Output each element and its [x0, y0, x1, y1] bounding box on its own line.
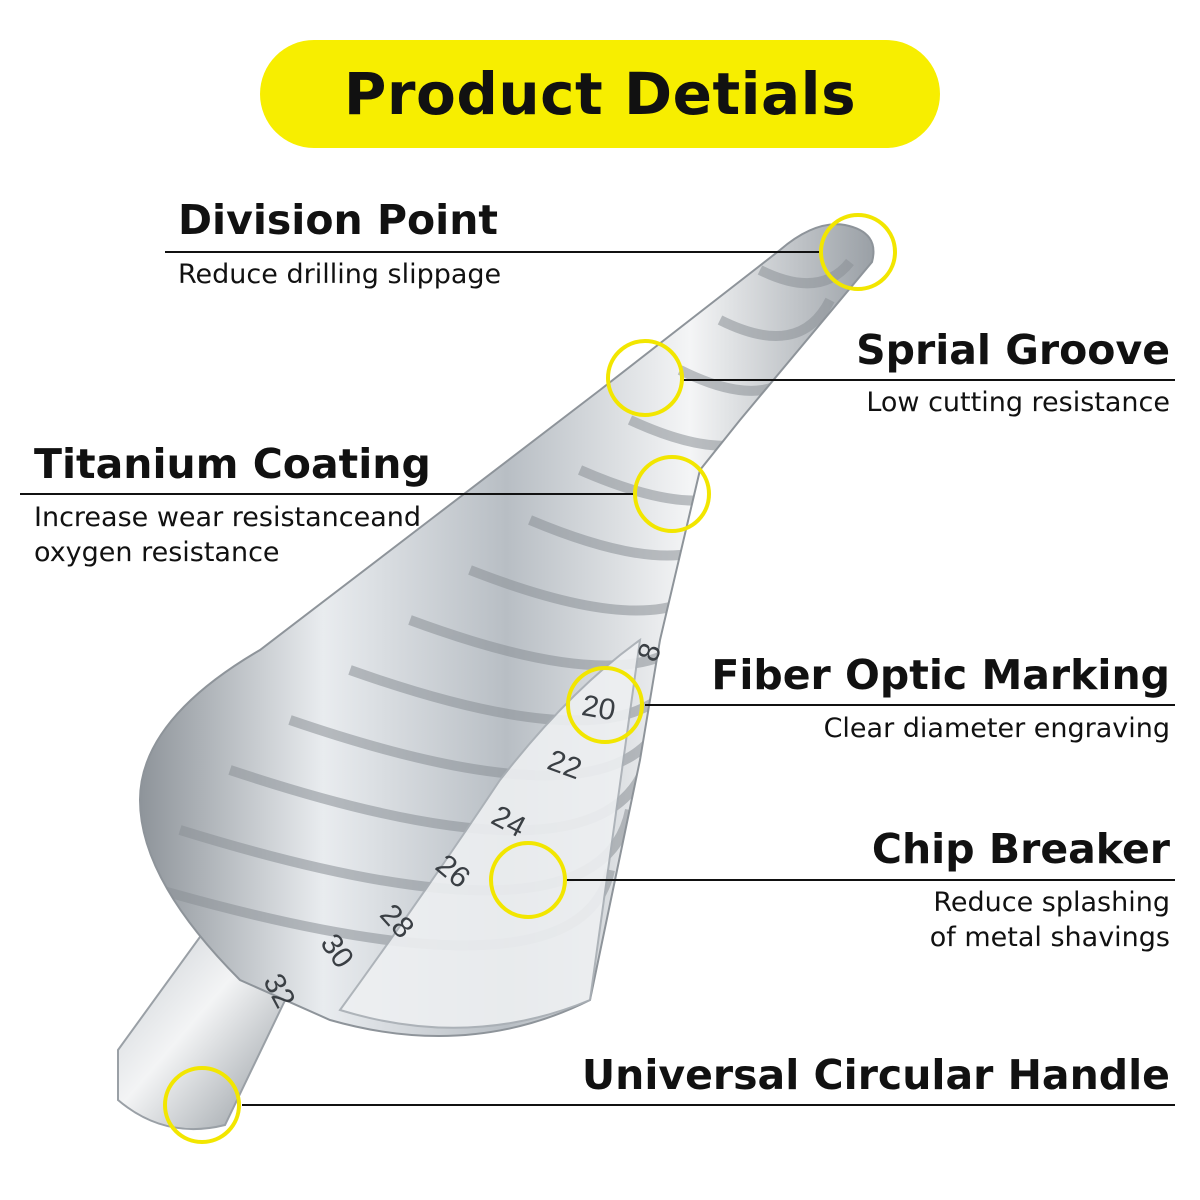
cone-body: [138, 223, 875, 1037]
callout-title: Chip Breaker: [871, 825, 1170, 873]
callout-desc-line2: of metal shavings: [929, 922, 1170, 953]
ring-fiber-optic: [566, 666, 644, 744]
callout-title: Division Point: [178, 196, 499, 244]
ring-handle: [163, 1066, 241, 1144]
highlight-rings: [163, 213, 897, 1144]
callout-desc-line1: Reduce splashing: [933, 887, 1170, 918]
callout-desc-line1: Increase wear resistanceand: [34, 502, 422, 533]
leader-lines: [20, 251, 1175, 1106]
marking-20: 20: [579, 689, 618, 727]
page-title: Product Detials: [343, 60, 857, 128]
callout-division-point: Division Point Reduce drilling slippage: [178, 200, 501, 292]
title-banner: Product Detials: [260, 40, 940, 148]
callout-desc: Clear diameter engraving: [823, 713, 1170, 744]
callout-titanium-coating: Titanium Coating Increase wear resistanc…: [34, 444, 431, 570]
callout-desc: Reduce drilling slippage: [178, 259, 502, 290]
callout-desc: Low cutting resistance: [866, 387, 1170, 418]
callout-spiral-groove: Sprial Groove Low cutting resistance: [856, 330, 1170, 420]
callout-title: Universal Circular Handle: [581, 1051, 1170, 1099]
callout-chip-breaker: Chip Breaker Reduce splashing of metal s…: [872, 829, 1170, 955]
callout-desc-line2: oxygen resistance: [34, 537, 280, 568]
ring-chip-breaker: [489, 841, 567, 919]
ring-titanium-coating: [633, 455, 711, 533]
ring-division-point: [819, 213, 897, 291]
callout-title: Sprial Groove: [856, 326, 1170, 374]
ring-spiral-groove: [606, 339, 684, 417]
callout-handle: Universal Circular Handle: [582, 1055, 1170, 1096]
callout-title: Fiber Optic Marking: [711, 651, 1170, 699]
callout-title: Titanium Coating: [34, 440, 431, 488]
callout-fiber-optic-marking: Fiber Optic Marking Clear diameter engra…: [711, 655, 1170, 746]
